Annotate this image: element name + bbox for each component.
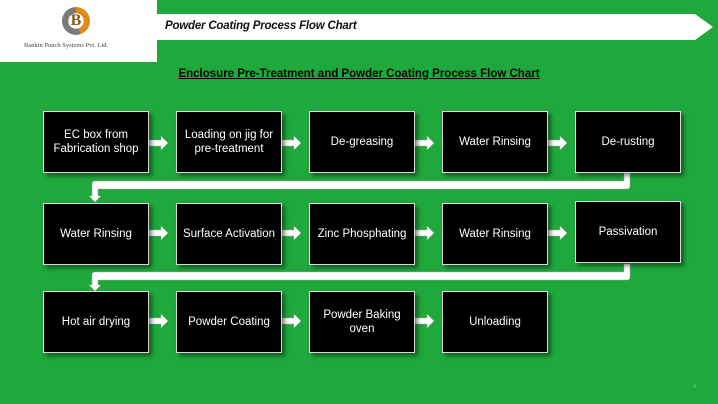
arrow-7-8 <box>281 225 302 241</box>
step-ec-box-from-fabrication: EC box from Fabrication shop <box>43 111 149 173</box>
step-loading-on-jig: Loading on jig for pre-treatment <box>176 111 282 173</box>
arrow-12-13 <box>281 313 302 329</box>
step-water-rinsing-2: Water Rinsing <box>43 203 149 265</box>
step-hot-air-drying: Hot air drying <box>43 291 149 353</box>
arrow-9-10 <box>547 225 568 241</box>
step-passivation: Passivation <box>575 201 681 263</box>
logo-letter: B <box>70 12 82 29</box>
step-de-greasing: De-greasing <box>309 111 415 173</box>
arrow-3-4 <box>414 135 435 151</box>
step-unloading: Unloading <box>442 291 548 353</box>
company-name: Bankin Punch Systems Pvt. Ltd. <box>24 42 109 49</box>
arrow-8-9 <box>414 225 435 241</box>
arrow-wrap-2 <box>88 263 631 292</box>
arrow-1-2 <box>148 135 169 151</box>
diagram-subtitle: Enclosure Pre-Treatment and Powder Coati… <box>178 68 540 80</box>
company-logo: B <box>62 7 90 35</box>
step-water-rinsing-3: Water Rinsing <box>442 203 548 265</box>
step-zinc-phosphating: Zinc Phosphating <box>309 203 415 265</box>
logo-panel: B Bankin Punch Systems Pvt. Ltd. <box>0 0 157 62</box>
page-title: Powder Coating Process Flow Chart <box>165 20 357 32</box>
arrow-4-5 <box>547 135 568 151</box>
step-de-rusting: De-rusting <box>575 111 681 173</box>
title-banner: Powder Coating Process Flow Chart <box>157 14 713 40</box>
arrow-wrap-1 <box>88 172 631 203</box>
step-surface-activation: Surface Activation <box>176 203 282 265</box>
arrow-13-14 <box>414 313 435 329</box>
arrow-2-3 <box>281 135 302 151</box>
page-number: 4 <box>693 384 696 390</box>
arrow-6-7 <box>148 225 169 241</box>
step-water-rinsing-1: Water Rinsing <box>442 111 548 173</box>
step-powder-baking-oven: Powder Baking oven <box>309 291 415 353</box>
arrow-11-12 <box>148 313 169 329</box>
step-powder-coating: Powder Coating <box>176 291 282 353</box>
